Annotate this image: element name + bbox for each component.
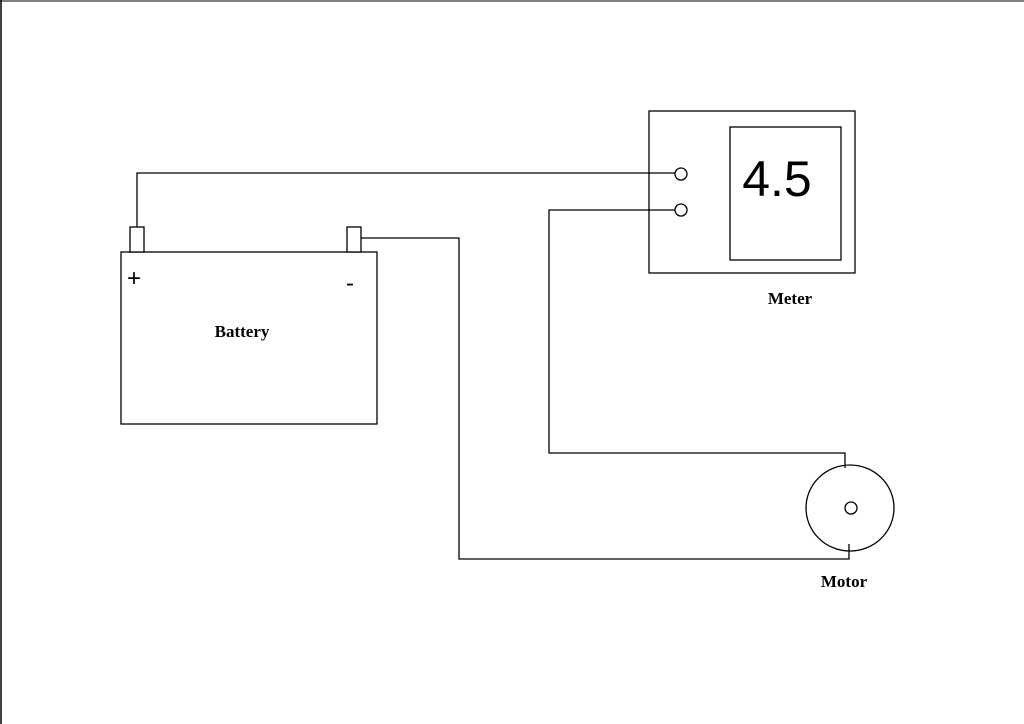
wire-meter-to-motor [548,209,846,468]
meter-display [729,126,842,261]
battery-negative-sign: - [346,270,354,297]
battery-negative-terminal [346,226,362,253]
motor-body [805,464,895,552]
meter-terminal-bottom [674,203,688,217]
motor-shaft [844,501,858,515]
motor-label: Motor [821,572,868,591]
battery-label: Battery [215,322,270,341]
battery-positive-terminal [129,226,145,253]
wire-positive-to-meter [136,172,675,227]
battery-body [120,251,378,425]
meter-reading: 4.5 [742,151,812,207]
motor: Motor [805,464,895,591]
meter: 4.5 Meter [648,110,856,308]
battery-positive-sign: + [127,265,141,292]
meter-terminal-top [674,167,688,181]
battery: + - Battery [120,226,378,425]
meter-label: Meter [768,289,813,308]
wire-negative-to-motor [360,237,850,560]
meter-body [648,110,856,274]
